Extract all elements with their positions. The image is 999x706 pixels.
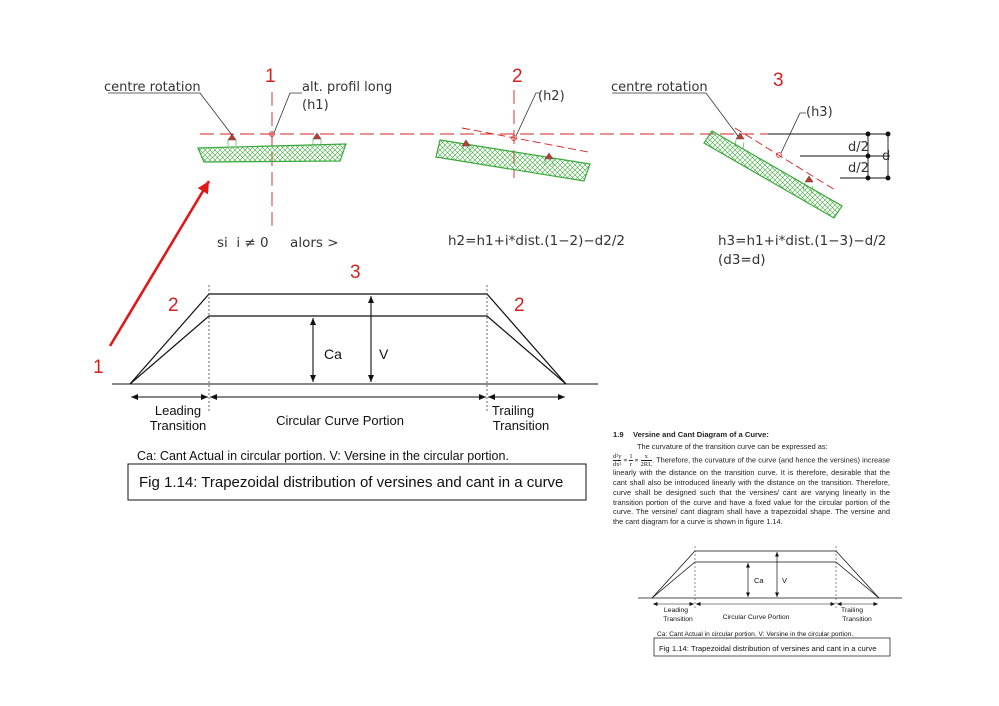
section-number: 1.9 bbox=[613, 430, 624, 439]
trailing-label-2: Transition bbox=[493, 418, 550, 433]
small-trailing-label-2: Transition bbox=[842, 616, 872, 623]
circular-label: Circular Curve Portion bbox=[276, 413, 404, 428]
profile-point-3 bbox=[776, 152, 782, 158]
alt-profil-label: alt. profil long bbox=[302, 80, 392, 95]
h1-label: (h1) bbox=[302, 98, 329, 113]
formula-mid: h2=h1+i*dist.(1−2)−d2/2 bbox=[448, 233, 625, 249]
marker-2-right: 2 bbox=[514, 295, 525, 316]
eq-rhs-bottom: 2RL bbox=[640, 460, 653, 468]
d2-bottom-label: d/2 bbox=[848, 161, 869, 176]
eq-prop-2: ∝ bbox=[634, 456, 639, 464]
small-ca-label: Ca bbox=[754, 576, 764, 585]
marker-1: 1 bbox=[93, 357, 104, 378]
caption-note: Ca: Cant Actual in circular portion. V: … bbox=[137, 449, 509, 463]
main-trapezoid-figure: Ca V Leading Transition Circular Curve P… bbox=[93, 262, 598, 501]
eq-rhs-top: x bbox=[640, 453, 653, 461]
eq-mid-bottom: r bbox=[629, 460, 633, 468]
profile-point-1 bbox=[269, 131, 275, 137]
section-number-3: 3 bbox=[773, 70, 784, 91]
track-bed-3 bbox=[703, 130, 843, 219]
red-arrow bbox=[108, 180, 211, 347]
formula-left: si i ≠ 0 alors > bbox=[217, 235, 339, 251]
trailing-label-1: Trailing bbox=[492, 403, 534, 418]
leading-label-2: Transition bbox=[150, 418, 207, 433]
small-leading-label-2: Transition bbox=[663, 616, 693, 623]
versine-trapezoid bbox=[129, 293, 567, 385]
cant-trapezoid bbox=[129, 315, 567, 385]
v-label: V bbox=[379, 346, 389, 362]
ca-label: Ca bbox=[324, 346, 342, 362]
caption-box bbox=[127, 463, 587, 501]
slope-dashed-line-2 bbox=[461, 127, 589, 153]
centre-rotation-label-left: centre rotation bbox=[104, 80, 201, 95]
d-label: d bbox=[882, 149, 890, 164]
section-heading: 1.9 Versine and Cant Diagram of a Curve: bbox=[613, 430, 890, 440]
marker-3: 3 bbox=[350, 262, 361, 283]
cant-dimension bbox=[768, 131, 891, 181]
rails bbox=[227, 132, 814, 194]
eq-lhs-top: d²y bbox=[613, 452, 622, 461]
formula-right-line2: (d3=d) bbox=[718, 252, 766, 268]
small-caption-note: Ca: Cant Actual in circular portion. V: … bbox=[657, 631, 853, 638]
h2-label: (h2) bbox=[538, 89, 565, 104]
small-circular-label: Circular Curve Portion bbox=[723, 614, 790, 621]
leader-lines bbox=[108, 92, 806, 154]
profile-point-2 bbox=[511, 135, 517, 141]
small-cant-trapezoid bbox=[651, 561, 880, 599]
eq-lhs-bottom: dx² bbox=[613, 460, 622, 468]
h3-label: (h3) bbox=[806, 105, 833, 120]
small-versine-trapezoid bbox=[651, 550, 880, 599]
paper-small-figure: Ca V Leading Transition Circular Curve P… bbox=[638, 546, 902, 657]
centre-rotation-label-right: centre rotation bbox=[611, 80, 708, 95]
slope-dashed-line-3 bbox=[734, 127, 836, 191]
d2-top-label: d/2 bbox=[848, 140, 869, 155]
track-bed-1 bbox=[197, 143, 347, 163]
small-caption-box bbox=[653, 637, 891, 657]
marker-2-left: 2 bbox=[168, 295, 179, 316]
cad-cross-sections: centre rotation alt. profil long (h1) (h… bbox=[104, 66, 891, 268]
section-number-2: 2 bbox=[512, 66, 523, 87]
small-caption: Fig 1.14: Trapezoidal distribution of ve… bbox=[659, 644, 877, 653]
small-trailing-label-1: Trailing bbox=[841, 607, 863, 614]
section-number-1: 1 bbox=[265, 66, 276, 87]
formula-right-line1: h3=h1+i*dist.(1−3)−d/2 bbox=[718, 233, 886, 249]
small-v-label: V bbox=[782, 576, 787, 585]
leading-label-1: Leading bbox=[155, 403, 201, 418]
track-bed-2 bbox=[435, 139, 591, 182]
small-leading-label-1: Leading bbox=[664, 607, 688, 614]
section-intro: The curvature of the transition curve ca… bbox=[637, 441, 828, 451]
eq-mid-top: 1 bbox=[629, 452, 633, 461]
section-body-text: . Therefore, the curvature of the curve … bbox=[613, 455, 890, 527]
caption: Fig 1.14: Trapezoidal distribution of ve… bbox=[139, 474, 563, 491]
section-title: Versine and Cant Diagram of a Curve: bbox=[633, 430, 769, 439]
eq-prop-1: ∝ bbox=[623, 456, 628, 464]
